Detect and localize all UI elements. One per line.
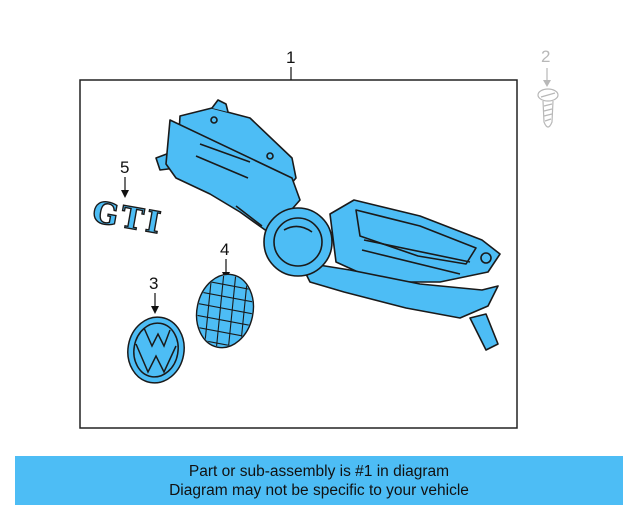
screw-icon [537,88,559,128]
callout-2[interactable]: 2 [541,47,550,66]
callout-2-arrow [543,80,551,87]
vw-emblem-icon[interactable] [123,313,190,388]
parts-diagram: 1 2 5 GTI 4 [79,47,559,429]
caption-bar: Part or sub-assembly is #1 in diagram Di… [15,456,623,505]
caption-line-2: Diagram may not be specific to your vehi… [169,481,469,499]
caption-line-1: Part or sub-assembly is #1 in diagram [188,462,450,480]
gti-badge-icon[interactable]: GTI [89,194,166,242]
callout-3[interactable]: 3 [149,274,158,293]
callout-1[interactable]: 1 [286,48,295,67]
callout-4[interactable]: 4 [220,240,229,259]
callout-5-arrow [121,190,129,198]
grille-assembly-icon[interactable] [155,99,501,351]
diagram-frame [79,79,518,429]
callout-3-arrow [151,306,159,314]
callout-5[interactable]: 5 [120,158,129,177]
mesh-insert-icon[interactable] [190,269,264,353]
